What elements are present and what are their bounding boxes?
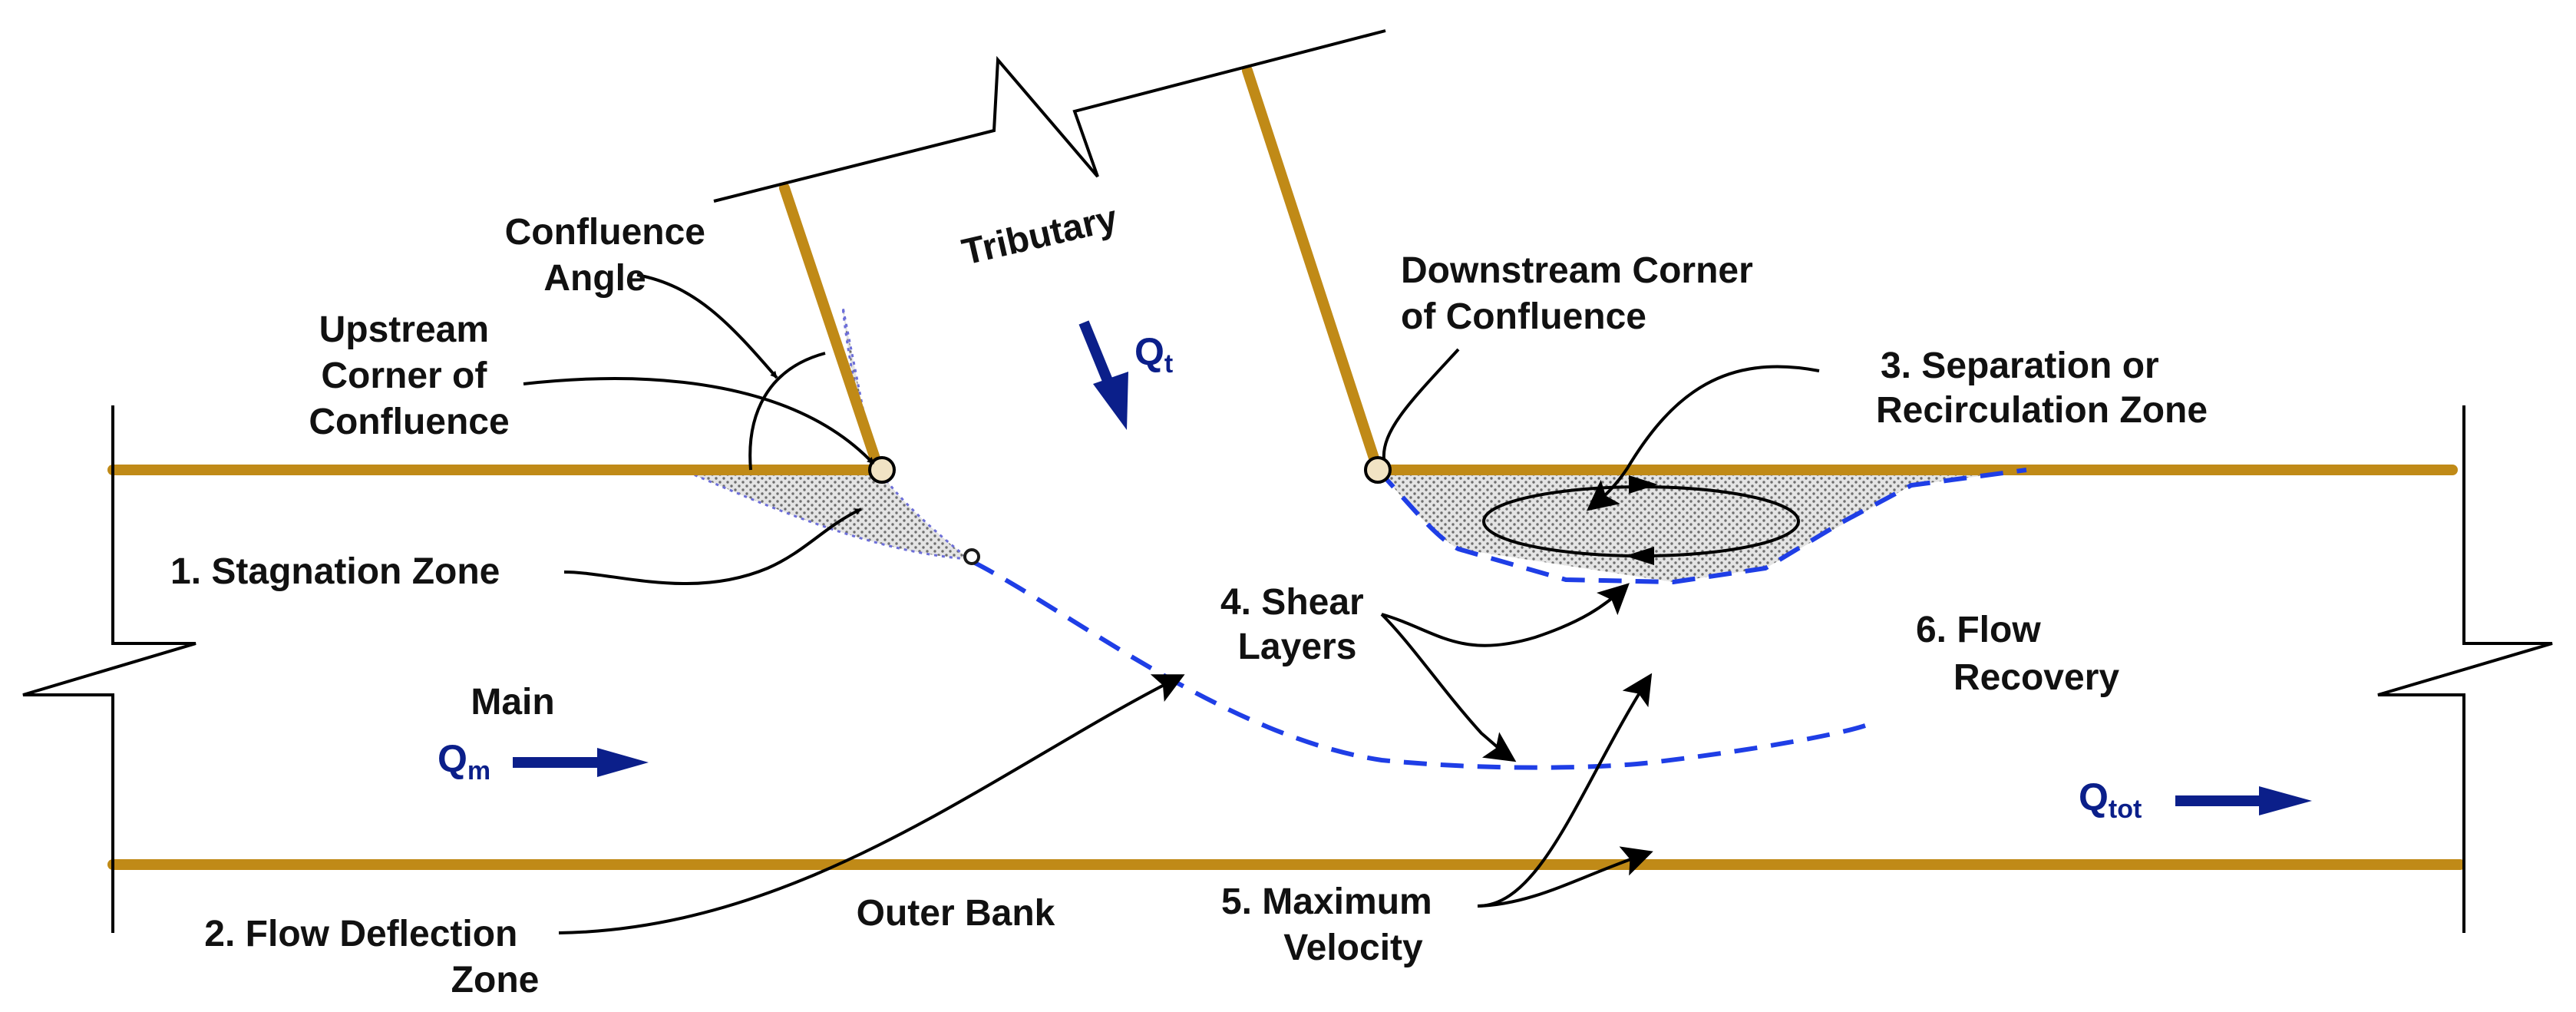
tributary-flow-arrow-shaft: [1078, 320, 1117, 392]
flow-recovery-label: 6. Flow Recovery: [1916, 610, 2119, 698]
main-channel-break-left: [22, 405, 197, 933]
tributary-left-bank: [779, 183, 884, 475]
tributary-break-line: [713, 29, 1386, 203]
main-channel-break-right: [2377, 405, 2553, 933]
shear-layer-main: [972, 560, 1866, 770]
max-velocity-leader-upper: [1477, 673, 1653, 908]
flow-deflection-label: 2. Flow Deflection Zone: [204, 914, 539, 1000]
tributary-label: Tributary: [959, 198, 1121, 273]
stagnation-zone-leader: [563, 508, 862, 586]
main-flow-symbol: Qm: [438, 737, 490, 785]
upstream-corner-leader: [523, 377, 875, 465]
downstream-corner-label: Downstream Corner of Confluence: [1401, 250, 1763, 337]
max-velocity-leader-lower: [1477, 846, 1653, 908]
flow-deflection-leader: [558, 674, 1185, 934]
tributary-right-bank: [1242, 65, 1383, 475]
shear-layer-leader-bottom: [1380, 613, 1517, 762]
eddy-arrow-top: [1629, 475, 1658, 494]
downstream-corner-leader: [1382, 348, 1460, 460]
stagnation-zone-label: 1. Stagnation Zone: [170, 551, 500, 592]
main-flow-arrow-head: [597, 748, 649, 777]
shear-layer-leader-top: [1381, 583, 1630, 647]
confluence-angle-leader: [636, 273, 778, 379]
total-flow-arrow-head: [2259, 786, 2312, 815]
confluence-angle-label: Confluence Angle: [505, 212, 716, 299]
main-label: Main: [471, 682, 554, 723]
separation-zone-leader: [1586, 365, 1820, 511]
tributary-flow-arrow-head: [1093, 372, 1128, 430]
downstream-corner-marker: [1364, 456, 1392, 484]
stagnation-zone-area: [682, 306, 973, 561]
separation-zone-label: 3. Separation or Recirculation Zone: [1876, 346, 2208, 431]
separation-zone-area: [1378, 470, 2026, 582]
shear-layer-separation: [1376, 468, 2027, 585]
max-velocity-label: 5. Maximum Velocity: [1221, 881, 1442, 968]
total-flow-symbol: Qtot: [2079, 776, 2142, 824]
upstream-corner-marker: [868, 456, 896, 484]
eddy-arrow-bottom: [1625, 547, 1654, 565]
tributary-flow-symbol: Qt: [1134, 330, 1173, 379]
upstream-corner-label: Upstream Corner of Confluence: [309, 309, 509, 442]
stagnation-end-marker: [963, 548, 980, 565]
confluence-angle-arc: [748, 352, 826, 471]
shear-layers-label: 4. Shear Layers: [1220, 582, 1374, 667]
outer-bank-label: Outer Bank: [857, 893, 1055, 934]
